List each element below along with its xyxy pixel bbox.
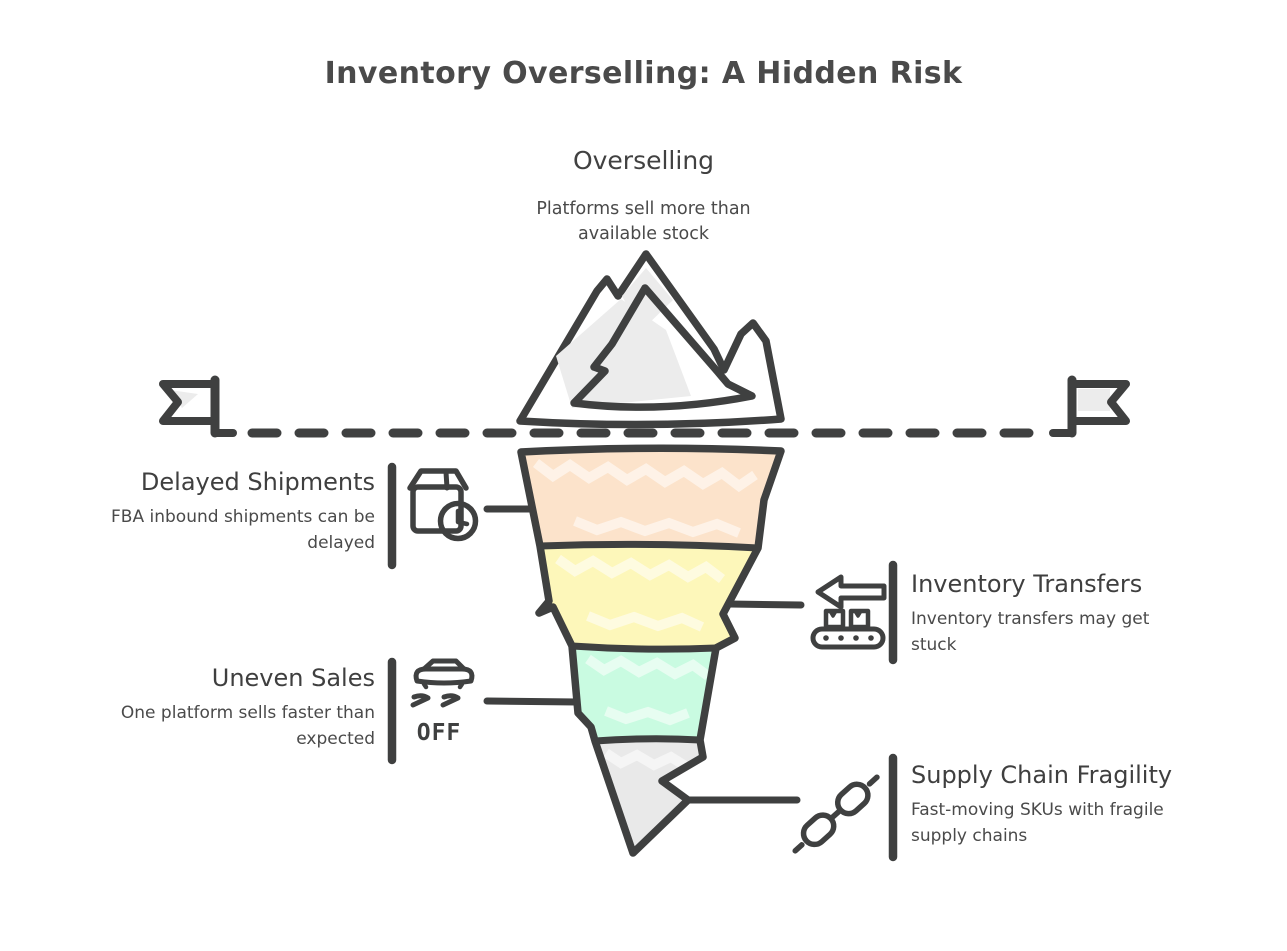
overselling-subtitle: Platforms sell more than available stock xyxy=(536,199,751,245)
funnel-segments xyxy=(521,451,781,853)
iceberg-peak xyxy=(516,250,785,429)
peak-shading xyxy=(636,331,669,377)
funnel-divider xyxy=(568,642,720,653)
delayed-shipments-desc: FBA inbound shipments can be delayed xyxy=(111,507,375,553)
page-title: Inventory Overselling: A Hidden Risk xyxy=(324,56,963,91)
connector-uneven xyxy=(483,697,581,706)
connectors xyxy=(483,505,805,804)
peak-inner-outline xyxy=(570,284,756,411)
delayed-shipments-title: Delayed Shipments xyxy=(140,468,375,496)
conveyor-arrow-icon xyxy=(810,574,887,650)
label-supply-chain: Supply Chain Fragility Fast-moving SKUs … xyxy=(911,761,1191,849)
inventory-transfers-title: Inventory Transfers xyxy=(911,570,1143,598)
flag-right-icon xyxy=(1049,375,1130,438)
peak-shading xyxy=(556,299,691,408)
uneven-sales-title: Uneven Sales xyxy=(211,664,375,692)
traction-off-label: OFF xyxy=(417,720,462,746)
flag-left-icon xyxy=(159,375,237,438)
label-bars xyxy=(387,462,898,862)
connector-transfers xyxy=(725,600,805,609)
supply-chain-title: Supply Chain Fragility xyxy=(911,761,1173,789)
funnel-divider xyxy=(536,540,762,552)
label-inventory-transfers: Inventory Transfers Inventory transfers … xyxy=(911,570,1191,658)
overselling-title: Overselling xyxy=(572,146,715,175)
label-overselling: Overselling Platforms sell more than ava… xyxy=(0,146,1287,248)
label-uneven-sales: Uneven Sales One platform sells faster t… xyxy=(83,664,375,752)
traction-off-icon: OFF xyxy=(410,658,475,746)
label-delayed-shipments: Delayed Shipments FBA inbound shipments … xyxy=(83,468,375,556)
funnel-divider xyxy=(591,735,704,745)
inventory-transfers-desc: Inventory transfers may get stuck xyxy=(911,609,1150,655)
funnel-outline xyxy=(517,444,785,857)
peak-shading xyxy=(622,268,673,331)
supply-chain-desc: Fast-moving SKUs with fragile supply cha… xyxy=(911,800,1164,846)
package-clock-icon xyxy=(407,468,479,542)
funnel-segment-transfers xyxy=(539,546,758,648)
broken-chain-icon xyxy=(792,774,880,854)
uneven-sales-desc: One platform sells faster than expected xyxy=(120,703,375,749)
funnel-segment-supply xyxy=(595,740,703,853)
